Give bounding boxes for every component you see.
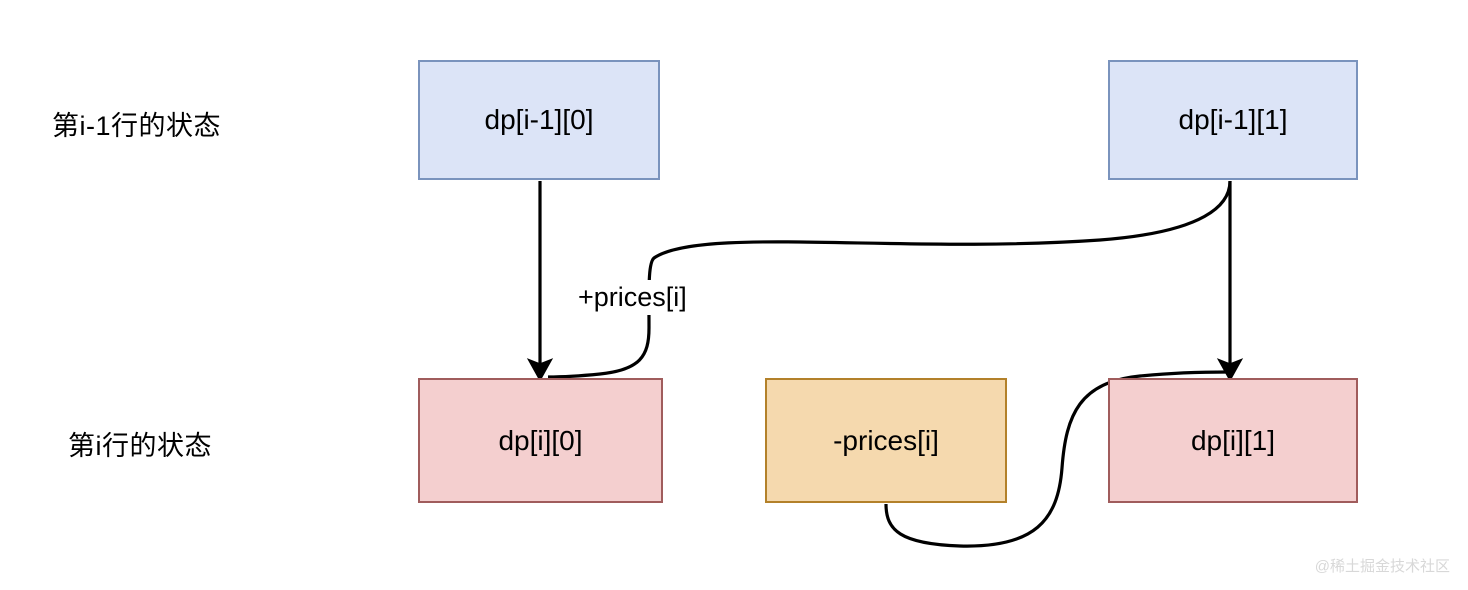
node-dp-curr-1-label: dp[i][1] [1190,424,1276,456]
edge-dp-prev-1-to-dp-curr-0 [547,180,1232,379]
node-minus-prices[interactable]: -prices[i] [765,378,1007,503]
node-dp-prev-0-label: dp[i-1][0] [484,104,594,135]
edge-label-plus-prices: +prices[i] [574,280,691,315]
node-dp-prev-1[interactable]: dp[i-1][1] [1108,60,1358,180]
node-dp-prev-1-label: dp[i-1][1] [1178,104,1288,135]
node-dp-curr-0-label: dp[i][0] [498,424,583,456]
row-label-previous-state: 第i-1行的状态 [52,111,222,141]
node-dp-curr-1[interactable]: dp[i][1] [1108,378,1358,503]
row-label-current-state: 第i行的状态 [68,431,212,461]
node-minus-prices-label: -prices[i] [833,424,939,456]
node-dp-curr-0[interactable]: dp[i][0] [418,378,663,503]
node-dp-prev-0[interactable]: dp[i-1][0] [418,60,660,180]
watermark: @稀土掘金技术社区 [1314,558,1450,575]
